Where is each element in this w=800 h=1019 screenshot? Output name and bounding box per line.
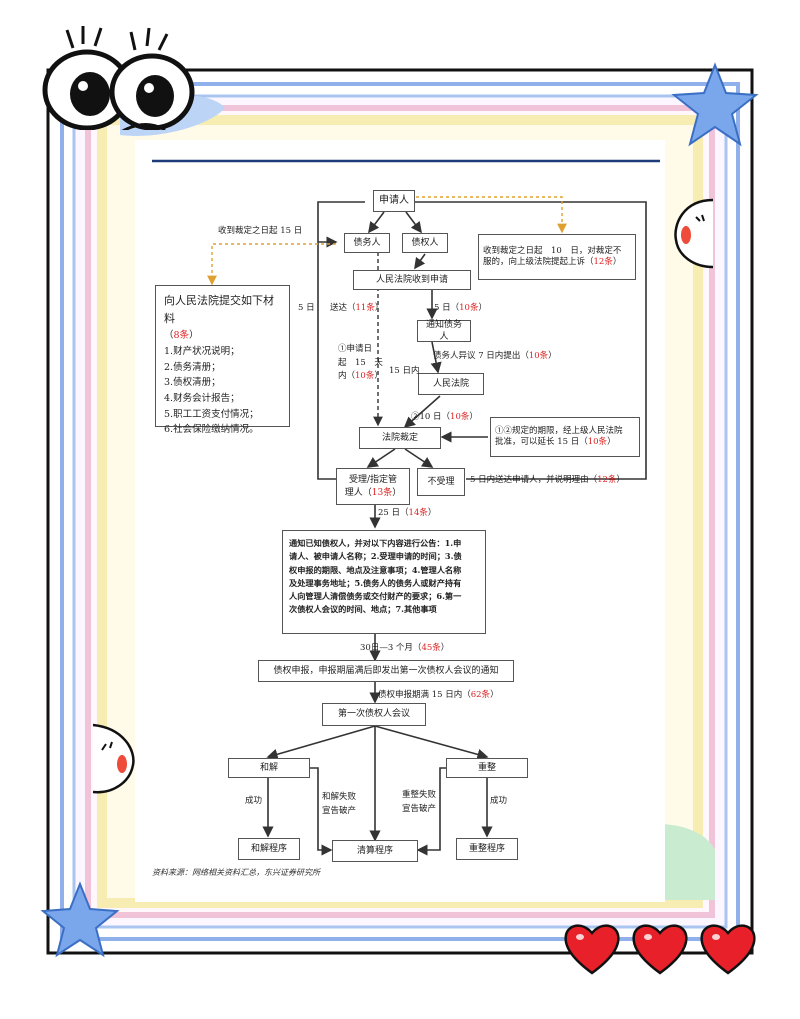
materials-item: 6.社会保险缴纳情况。 [164, 424, 259, 436]
materials-item: 3.债权清册； [164, 377, 221, 389]
debtor-node: 债务人 [344, 233, 390, 253]
people-court-node: 人民法院 [418, 373, 484, 395]
first-meeting-node: 第一次债权人会议 [322, 703, 426, 726]
apply-15-label: ①申请日 起 15 天 内（10条） [338, 344, 383, 382]
peeking-character-icon [92, 723, 135, 794]
extension-text: 批准，可以延长 15 日（ [495, 437, 588, 447]
reject-notice-label: 5 日内送达申请人，并说明理由（12条） [470, 475, 625, 485]
materials-item: 5.职工工资支付情况； [164, 408, 259, 420]
article-ref: 10条 [587, 437, 608, 447]
extension-text: ） [607, 437, 616, 447]
objection-label: 债务人异议 7 日内提出（10条） [433, 351, 557, 361]
applicant-node: 申请人 [373, 190, 415, 212]
star-icon [671, 62, 759, 147]
creditor-notice-box: 通知已知债权人，并对以下内容进行公告：1.申 请人、被申请人名称；2.受理申请的… [282, 530, 486, 634]
outer-frame [46, 68, 754, 955]
notice-line: 及处理事务地址；5.债务人的债务人或财产持有 [289, 577, 462, 588]
liquidation-procedure-node: 清算程序 [332, 840, 418, 862]
five-days-label: 5 日 [298, 303, 315, 313]
peeking-character-icon [674, 198, 714, 269]
days-30-3m-label: 30日—3 个月（45条） [360, 643, 450, 653]
claim-15-label: 债权申报期满 15 日内（62条） [378, 690, 499, 700]
materials-article: （8条） [164, 330, 199, 342]
notice-line: 人向管理人清偿债务或交付财产的要求；6.第一 [289, 591, 462, 602]
reorganization-procedure-node: 重整程序 [456, 838, 518, 860]
extension-box: ①②规定的期限，经上级人民法院批准，可以延长 15 日（10条） [490, 417, 640, 457]
accept-node: 受理/指定管理人（13条） [336, 468, 410, 505]
ten-days-label: ②10 日（10条） [411, 412, 478, 422]
notice-line: 次债权人会议的时间、地点；7.其他事项 [289, 604, 437, 615]
appeal-text: ） [612, 257, 622, 267]
cartoon-eyes-icon [42, 26, 195, 130]
notice-line: 通知已知债权人，并对以下内容进行公告：1.申 [289, 538, 462, 548]
hearts-icon [564, 924, 756, 975]
notice-line: 权申报的期限、地点及注意事项；4.管理人名称 [289, 564, 462, 575]
court-receive-node: 人民法院收到申请 [353, 270, 471, 290]
success-right-label: 成功 [490, 796, 508, 806]
served-label: 送达（11条） [330, 303, 384, 313]
creditor-node: 债权人 [402, 233, 448, 253]
accept-text: ） [392, 487, 402, 498]
reject-node: 不受理 [417, 468, 465, 496]
notice-5-days-label: 5 日（10条） [434, 303, 487, 313]
notify-debtor-node: 通知债务人 [417, 320, 471, 342]
claim-declare-node: 债权申报，申报期届满后即发出第一次债权人会议的通知 [258, 660, 514, 682]
accept-text: 受理/指定管 [348, 475, 398, 486]
appeal-text: 收到裁定之日起 10 日，对裁定不 [483, 245, 622, 256]
article-ref: 12条 [593, 257, 613, 267]
materials-box: 向人民法院提交如下材料 （8条） 1.财产状况说明； 2.债务清册； 3.债权清… [155, 285, 290, 435]
extension-text: ①②规定的期限，经上级人民法院 [495, 425, 623, 436]
reorg-fail-label: 重整失败宣告破产 [402, 790, 437, 815]
notice-line: 请人、被申请人名称；2.受理申请的时间；3.债 [289, 551, 462, 562]
materials-item: 4.财务会计报告； [164, 392, 240, 404]
source-note: 资料来源：网络相关资料汇总，东兴证券研究所 [152, 868, 320, 877]
materials-item: 2.债务清册； [164, 361, 221, 373]
within-15-label: 15 日内 [389, 366, 420, 376]
days-25-label: 25 日（14条） [378, 508, 437, 518]
settlement-node: 和解 [228, 758, 310, 778]
accept-text: 理人（ [344, 487, 372, 498]
article-ref: 13条 [371, 487, 393, 498]
appeal-box: 收到裁定之日起 10 日，对裁定不服的，向上级法院提起上诉（12条） [478, 234, 636, 280]
reorganization-node: 重整 [446, 758, 528, 778]
materials-item: 1.财产状况说明； [164, 345, 240, 357]
success-left-label: 成功 [245, 796, 263, 806]
court-ruling-node: 法院裁定 [359, 427, 441, 449]
appeal-text: 服的，向上级法院提起上诉（ [483, 257, 594, 267]
settle-fail-label: 和解失败宣告破产 [322, 792, 357, 817]
star-icon [40, 881, 120, 958]
settlement-procedure-node: 和解程序 [238, 838, 300, 860]
materials-title: 向人民法院提交如下材料 [164, 294, 274, 326]
receive-15-label: 收到裁定之日起 15 日 [218, 226, 303, 236]
